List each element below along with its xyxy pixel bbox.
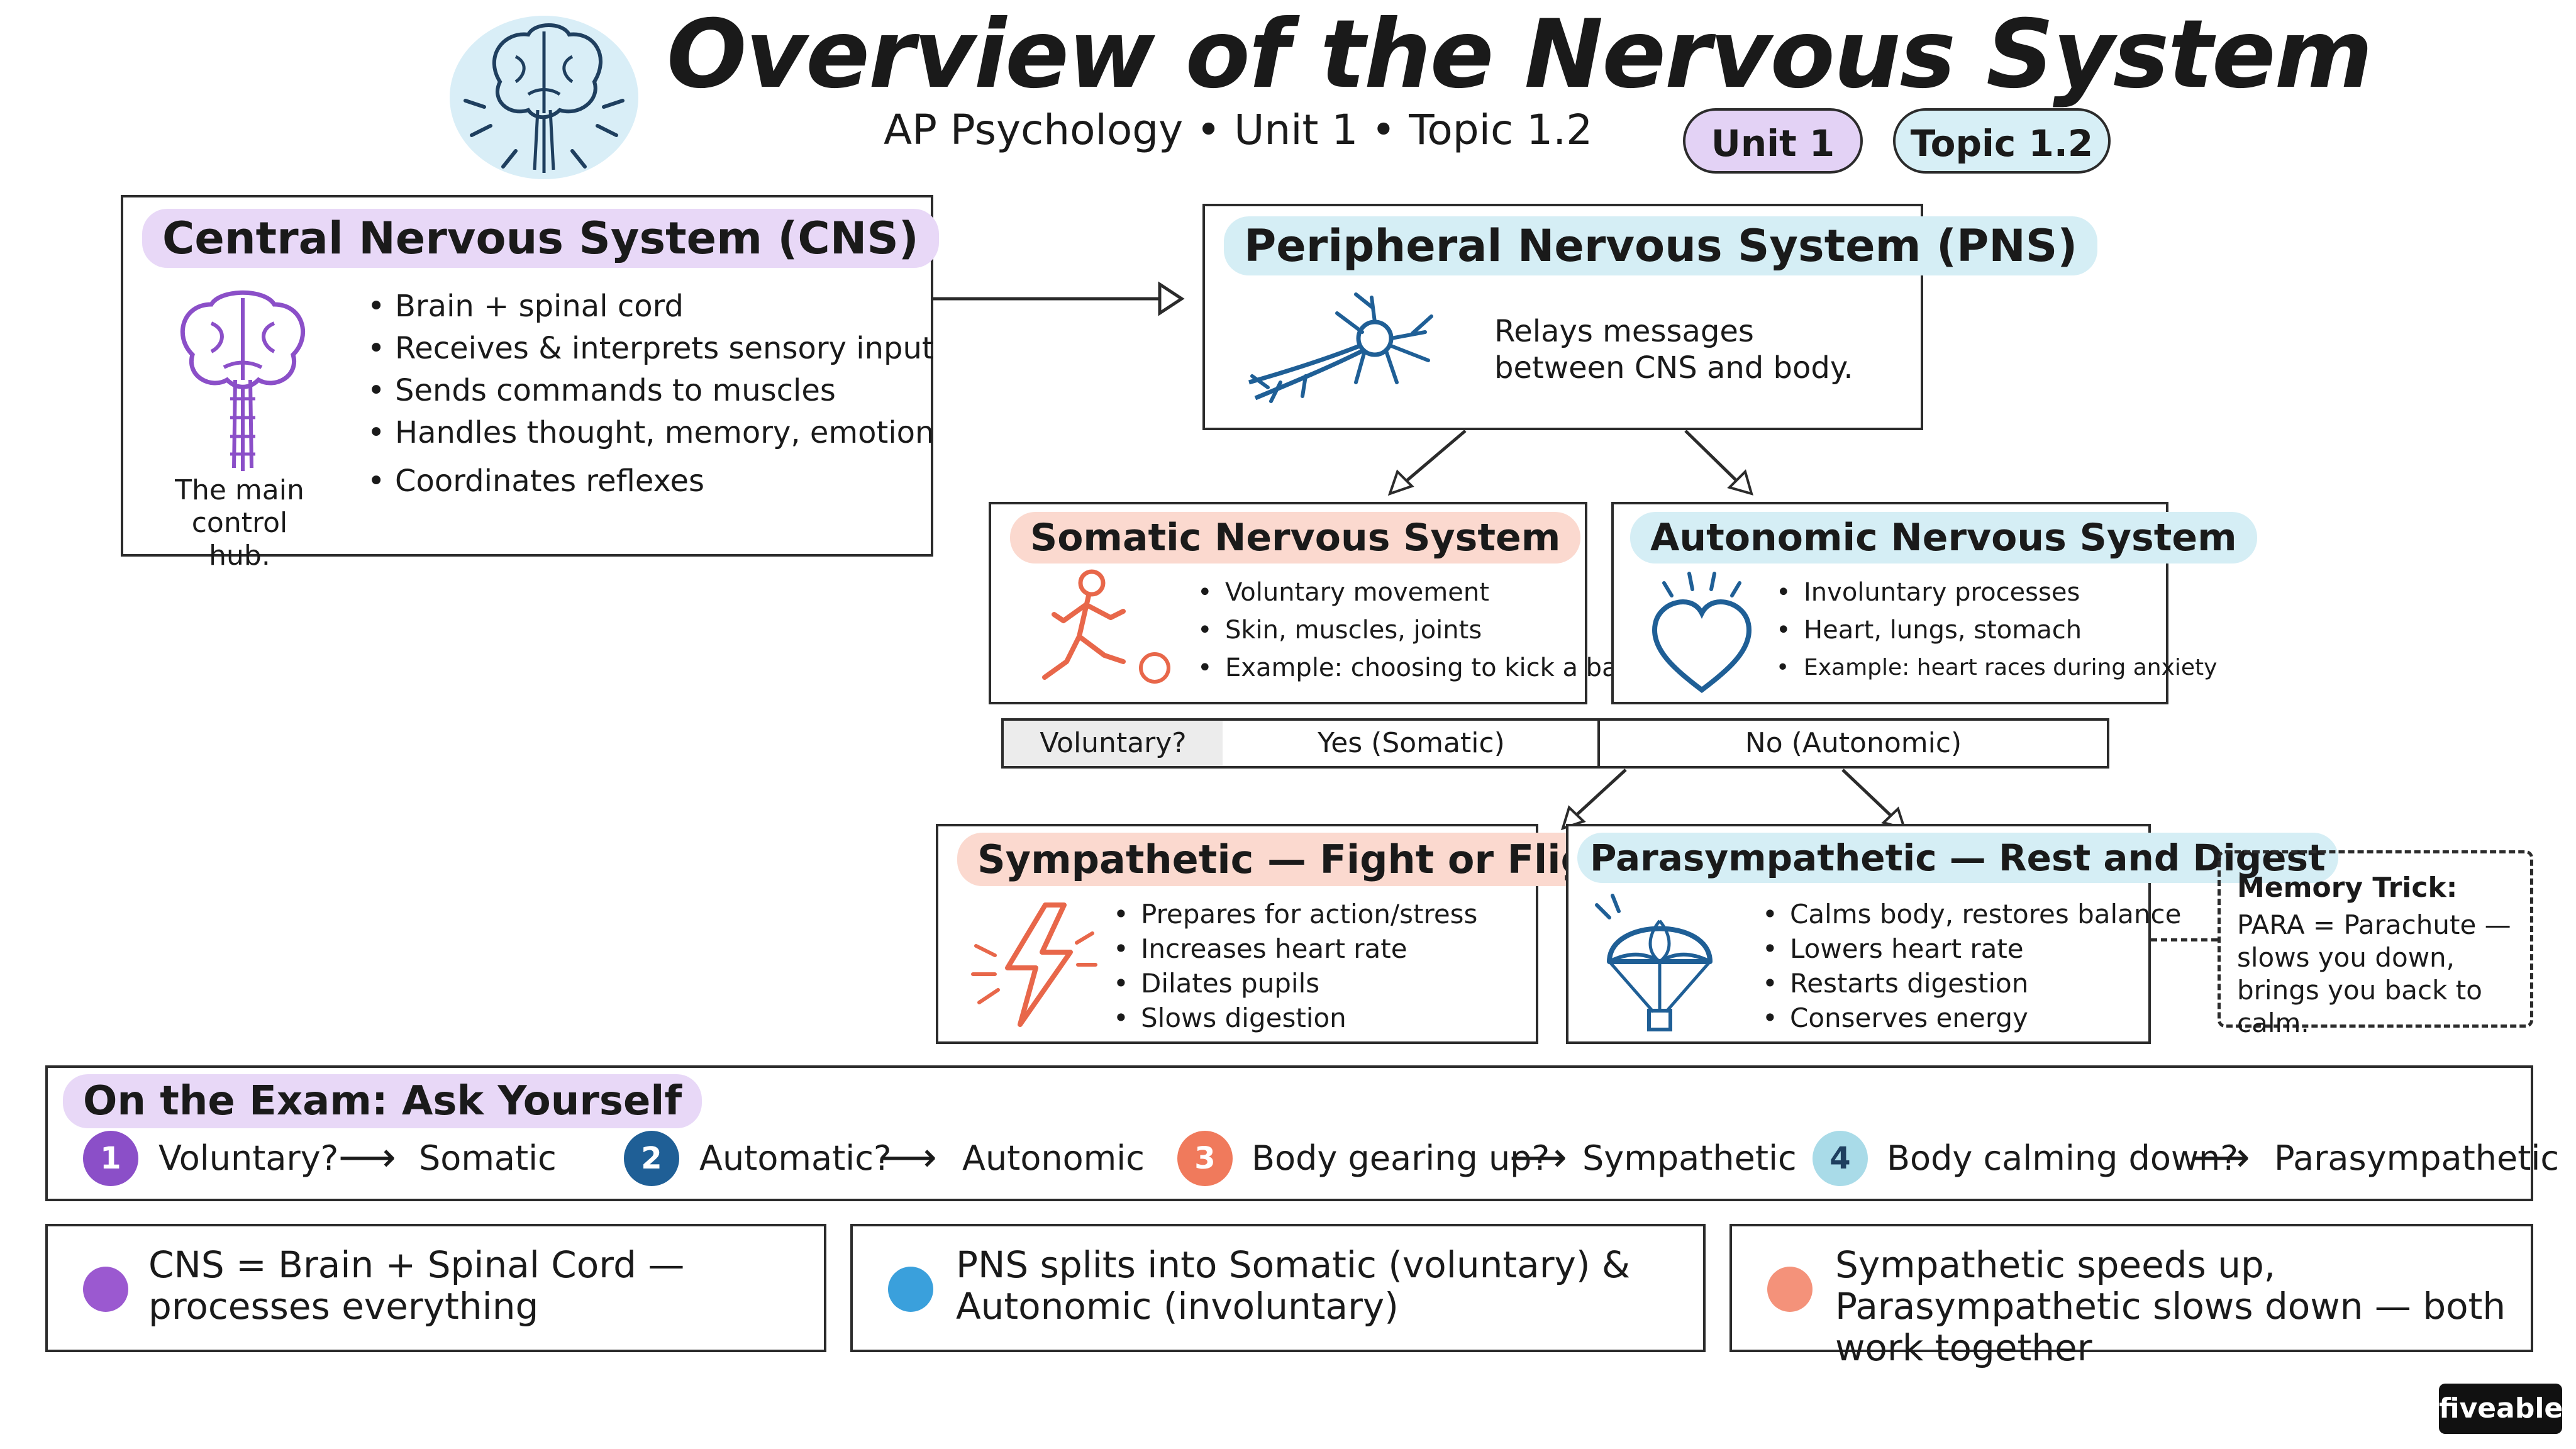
autonomic-bullets: Involuntary processes Heart, lungs, stom… — [1771, 574, 2217, 687]
decision-no: No (Autonomic) — [1745, 727, 1962, 759]
cns-box: Central Nervous System (CNS) The main co… — [121, 195, 939, 572]
runner-kicking-ball-icon — [1042, 569, 1170, 684]
exam-num-1: 1 — [83, 1131, 138, 1186]
exam-question-1: Voluntary? — [158, 1138, 339, 1178]
summary-card-cns: CNS = Brain + Spinal Cord — processes ev… — [45, 1224, 826, 1352]
salmon-dot-icon — [1767, 1267, 1813, 1312]
heart-icon — [1652, 572, 1752, 694]
exam-answer-4: Parasympathetic — [2274, 1138, 2560, 1178]
cns-bullets: Brain + spinal cord Receives & interpret… — [362, 286, 934, 502]
pns-box: Peripheral Nervous System (PNS) Relays m… — [1202, 204, 2098, 430]
topic-tag: Topic 1.2 — [1893, 108, 2111, 174]
brain-spinal-cord-icon — [180, 290, 306, 471]
arrow-right-icon: ⟶ — [338, 1135, 396, 1181]
pns-description: Relays messages between CNS and body. — [1494, 314, 1853, 386]
decision-divider — [1597, 721, 1600, 766]
lightning-bolt-icon — [971, 902, 1097, 1027]
exam-answer-2: Autonomic — [962, 1138, 1145, 1178]
list-item: Slows digestion — [1108, 1001, 1477, 1035]
sympathetic-bullets: Prepares for action/stress Increases hea… — [1108, 897, 1477, 1035]
exam-num-4: 4 — [1813, 1131, 1868, 1186]
exam-question-3: Body gearing up? — [1252, 1138, 1550, 1178]
cns-to-pns-arrow — [933, 281, 1185, 316]
brain-header-icon — [450, 16, 638, 179]
exam-num-3: 3 — [1177, 1131, 1233, 1186]
page-subtitle: AP Psychology • Unit 1 • Topic 1.2 — [884, 106, 1593, 154]
parachute-icon — [1595, 894, 1713, 1031]
list-item: Conserves energy — [1757, 1001, 2181, 1035]
list-item: Restarts digestion — [1757, 966, 2181, 1001]
exam-answer-1: Somatic — [419, 1138, 557, 1178]
brand-logo: fiveable — [2439, 1384, 2563, 1434]
list-item: Sends commands to muscles — [362, 370, 934, 412]
sympathetic-box: Sympathetic — Fight or Flight Prepares f… — [936, 824, 1655, 1044]
list-item: Example: heart races during anxiety — [1771, 649, 2217, 687]
exam-num-2: 2 — [624, 1131, 679, 1186]
memory-trick-box: Memory Trick: PARA = Parachute — slows y… — [2218, 850, 2533, 1038]
list-item: Prepares for action/stress — [1108, 897, 1477, 931]
list-item: Skin, muscles, joints — [1192, 611, 1631, 649]
list-item: Involuntary processes — [1771, 574, 2217, 611]
autonomic-branch-arrows — [1560, 769, 1907, 831]
summary-text: Sympathetic speeds up, Parasympathetic s… — [1835, 1243, 2506, 1369]
exam-question-4: Body calming down? — [1887, 1138, 2238, 1178]
list-item: Handles thought, memory, emotion — [362, 412, 934, 454]
parasympathetic-box: Parasympathetic — Rest and Digest Calms … — [1566, 824, 2338, 1044]
list-item: Receives & interprets sensory input — [362, 328, 934, 370]
list-item: Example: choosing to kick a ball — [1192, 649, 1631, 687]
exam-question-2: Automatic? — [699, 1138, 892, 1178]
neuron-icon — [1248, 292, 1433, 403]
list-item: Lowers heart rate — [1757, 931, 2181, 966]
exam-box: On the Exam: Ask Yourself 1 Voluntary? ⟶… — [45, 1065, 2559, 1201]
memory-trick-title: Memory Trick: — [2237, 872, 2458, 904]
list-item: Heart, lungs, stomach — [1771, 611, 2217, 649]
purple-dot-icon — [83, 1267, 128, 1312]
summary-text: PNS splits into Somatic (voluntary) & Au… — [956, 1243, 1631, 1328]
unit-tag: Unit 1 — [1683, 108, 1863, 174]
sympathetic-title: Sympathetic — Fight or Flight — [957, 833, 1655, 886]
cns-title: Central Nervous System (CNS) — [142, 209, 939, 268]
arrow-right-icon: ⟶ — [1509, 1135, 1567, 1181]
somatic-box: Somatic Nervous System Voluntary movemen… — [989, 502, 1631, 704]
list-item: Calms body, restores balance — [1757, 897, 2181, 931]
list-item: Increases heart rate — [1108, 931, 1477, 966]
pns-branch-arrows — [1387, 430, 1753, 496]
decision-question: Voluntary? — [1004, 721, 1223, 766]
parasympathetic-title: Parasympathetic — Rest and Digest — [1577, 833, 2338, 883]
blue-dot-icon — [888, 1267, 933, 1312]
page-title: Overview of the Nervous System — [667, 0, 2373, 109]
summary-card-autonomic: Sympathetic speeds up, Parasympathetic s… — [1729, 1224, 2533, 1368]
autonomic-box: Autonomic Nervous System Involuntary pro… — [1611, 502, 2257, 704]
parasympathetic-bullets: Calms body, restores balance Lowers hear… — [1757, 897, 2181, 1035]
memory-trick-text: PARA = Parachute — slows you down, bring… — [2237, 909, 2511, 1038]
somatic-bullets: Voluntary movement Skin, muscles, joints… — [1192, 574, 1631, 687]
summary-card-pns: PNS splits into Somatic (voluntary) & Au… — [850, 1224, 1706, 1352]
cns-caption: The main control hub. — [175, 474, 304, 572]
exam-answer-3: Sympathetic — [1582, 1138, 1797, 1178]
pns-title: Peripheral Nervous System (PNS) — [1224, 216, 2098, 275]
decision-bar: Voluntary? Yes (Somatic) No (Autonomic) — [1001, 718, 2109, 769]
memory-connector — [2151, 938, 2218, 941]
exam-title: On the Exam: Ask Yourself — [63, 1074, 702, 1128]
list-item: Dilates pupils — [1108, 966, 1477, 1001]
summary-text: CNS = Brain + Spinal Cord — processes ev… — [148, 1243, 685, 1328]
list-item: Coordinates reflexes — [362, 460, 934, 502]
somatic-title: Somatic Nervous System — [1010, 512, 1581, 564]
list-item: Brain + spinal cord — [362, 286, 934, 328]
decision-yes: Yes (Somatic) — [1318, 727, 1505, 759]
list-item: Voluntary movement — [1192, 574, 1631, 611]
arrow-right-icon: ⟶ — [879, 1135, 937, 1181]
arrow-right-icon: ⟶ — [2192, 1135, 2250, 1181]
autonomic-title: Autonomic Nervous System — [1630, 512, 2257, 564]
